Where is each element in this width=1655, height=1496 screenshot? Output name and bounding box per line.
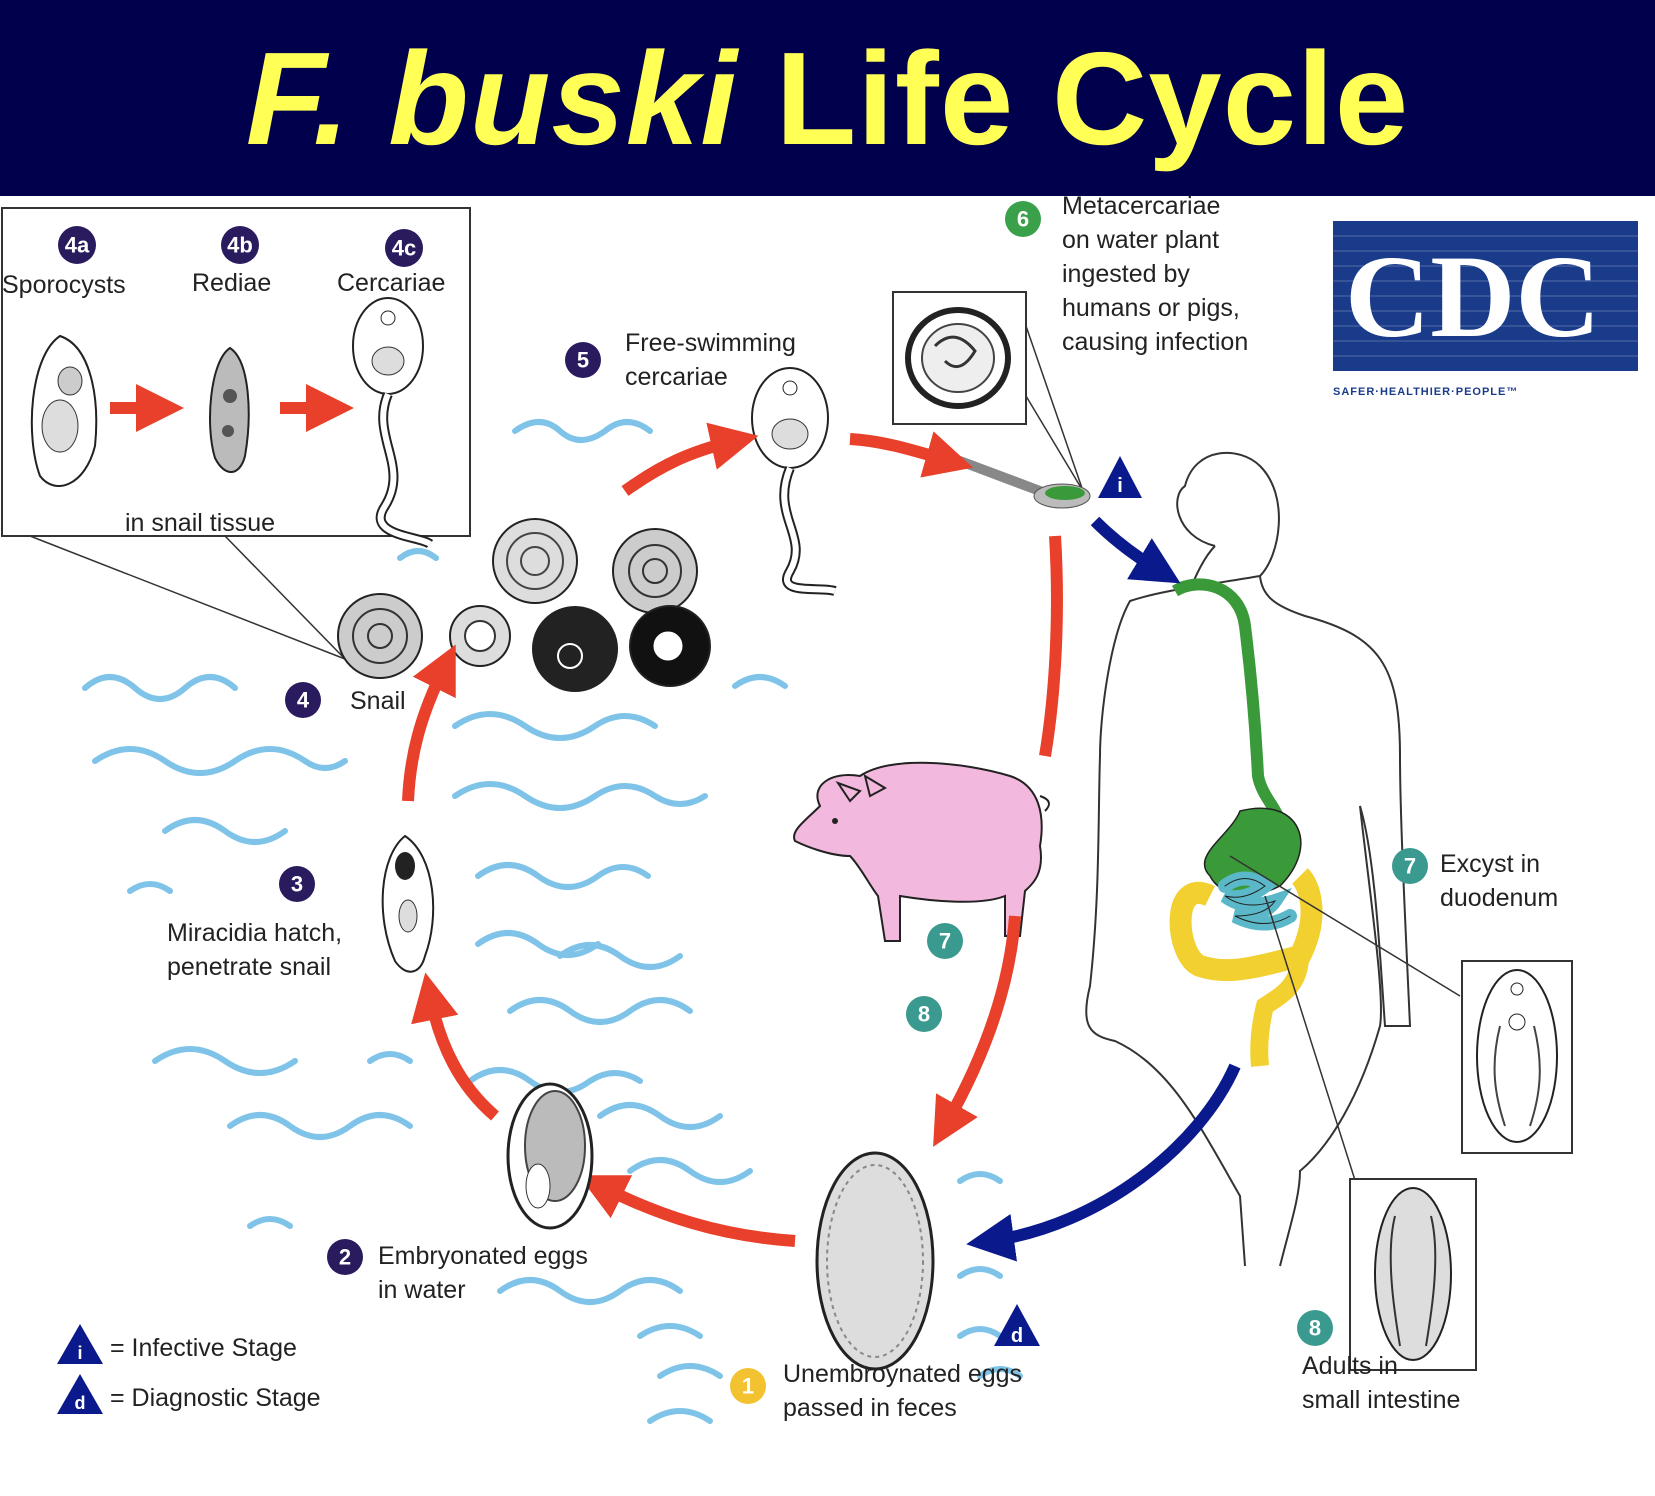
stage-6: 6 Metacercariae on water plant ingested … (1005, 196, 1248, 356)
snail-tissue-inset: 4a Sporocysts 4b Rediae 4c Cercariae (1, 207, 471, 660)
stage-3: 3 Miracidia hatch, penetrate snail (167, 866, 342, 981)
stage-4-label: Snail (350, 687, 406, 715)
svg-text:3: 3 (291, 872, 303, 897)
legend-diagnostic-label: = Diagnostic Stage (110, 1384, 321, 1412)
stage-7-line1: Excyst in (1440, 850, 1540, 878)
title-bar: F. buski Life Cycle (0, 0, 1655, 196)
svg-text:2: 2 (339, 1245, 351, 1270)
stage-6-line5: causing infection (1062, 328, 1248, 356)
svg-text:5: 5 (577, 348, 589, 373)
page-title: F. buski Life Cycle (246, 23, 1409, 174)
diagnostic-triangle: d (994, 1304, 1040, 1347)
stage-5-line1: Free-swimming (625, 329, 796, 357)
title-italic: F. buski (245, 24, 738, 172)
stage-6-line3: ingested by (1062, 260, 1190, 288)
cercariae-label: Cercariae (337, 269, 445, 297)
stage-5: 5 Free-swimming cercariae (565, 329, 796, 391)
stage-2-line2: in water (378, 1276, 466, 1304)
svg-text:4a: 4a (65, 233, 90, 258)
snail-tissue-caption: in snail tissue (125, 509, 275, 537)
stage-8-line2: small intestine (1302, 1386, 1460, 1414)
svg-text:i: i (1117, 475, 1123, 497)
cercaria-drawing (352, 297, 434, 549)
spoon-with-plant (955, 456, 1091, 509)
redia-drawing (209, 346, 250, 473)
stage-2: 2 Embryonated eggs in water (327, 1239, 588, 1304)
cycle-arrows (402, 422, 1063, 1247)
stage-6-line4: humans or pigs, (1062, 294, 1240, 322)
svg-text:1: 1 (742, 1374, 754, 1399)
legend-infective-label: = Infective Stage (110, 1334, 297, 1362)
miracidium-drawing (381, 834, 435, 973)
stage-7-human: 7 Excyst in duodenum (1392, 848, 1558, 912)
metacercaria-inset (892, 291, 1084, 492)
svg-text:7: 7 (939, 929, 951, 954)
stage-1-line2: passed in feces (783, 1394, 957, 1422)
svg-text:d: d (75, 1393, 86, 1413)
sporocysts-label: Sporocysts (2, 271, 126, 299)
stage-3-line1: Miracidia hatch, (167, 919, 342, 947)
legend-diagnostic-icon: d (57, 1374, 103, 1414)
stage-2-line1: Embryonated eggs (378, 1242, 588, 1270)
water-waves (82, 419, 1023, 1424)
stage-7-line2: duodenum (1440, 884, 1558, 912)
svg-text:4b: 4b (227, 233, 253, 258)
stage-7-pig: 7 (927, 923, 963, 959)
infective-triangle: i (1098, 456, 1142, 498)
legend: i = Infective Stage d = Diagnostic Stage (57, 1324, 321, 1414)
marker-4a: 4a (58, 226, 96, 264)
free-cercaria-drawing (751, 367, 837, 596)
svg-text:4c: 4c (392, 236, 416, 261)
title-rest: Life Cycle (775, 24, 1410, 172)
stage-1-line1: Unembroynated eggs (783, 1360, 1022, 1388)
marker-4c: 4c (385, 229, 423, 267)
pig-drawing (793, 761, 1050, 942)
stage-6-line2: on water plant (1062, 226, 1219, 254)
embryonated-egg-drawing (506, 1082, 594, 1230)
marker-4b: 4b (221, 226, 259, 264)
svg-text:8: 8 (1309, 1316, 1321, 1341)
ingestion-arrows (966, 516, 1241, 1262)
svg-text:6: 6 (1017, 207, 1029, 232)
stage-8-line1: Adults in (1302, 1352, 1398, 1380)
unembryonated-egg-drawing (815, 1151, 935, 1371)
snail-shells (337, 518, 711, 692)
svg-text:d: d (1011, 1325, 1023, 1347)
stage-5-line2: cercariae (625, 363, 728, 391)
stage-3-line2: penetrate snail (167, 953, 331, 981)
cdc-tagline: SAFER·HEALTHIER·PEOPLE™ (1333, 386, 1518, 398)
stage-1: 1 Unembroynated eggs passed in feces (730, 1360, 1022, 1422)
cdc-logo: CDC SAFER·HEALTHIER·PEOPLE™ (1333, 221, 1638, 398)
excyst-inset (1229, 855, 1573, 1154)
rediae-label: Rediae (192, 269, 271, 297)
cdc-logo-text: CDC (1345, 231, 1601, 362)
stage-8-pig: 8 (906, 996, 942, 1032)
svg-text:i: i (77, 1343, 82, 1363)
stage-8-human: 8 Adults in small intestine (1297, 1310, 1460, 1414)
svg-text:8: 8 (918, 1002, 930, 1027)
sporocyst-drawing (30, 334, 98, 487)
svg-text:4: 4 (297, 688, 310, 713)
stage-6-line1: Metacercariae (1062, 196, 1220, 220)
adult-inset (1264, 895, 1477, 1371)
stage-4: 4 Snail (285, 682, 406, 718)
legend-infective-icon: i (57, 1324, 103, 1364)
svg-text:7: 7 (1404, 854, 1416, 879)
life-cycle-diagram: 4a Sporocysts 4b Rediae 4c Cercariae (1, 196, 1638, 1424)
digestive-tract (1169, 578, 1323, 1067)
